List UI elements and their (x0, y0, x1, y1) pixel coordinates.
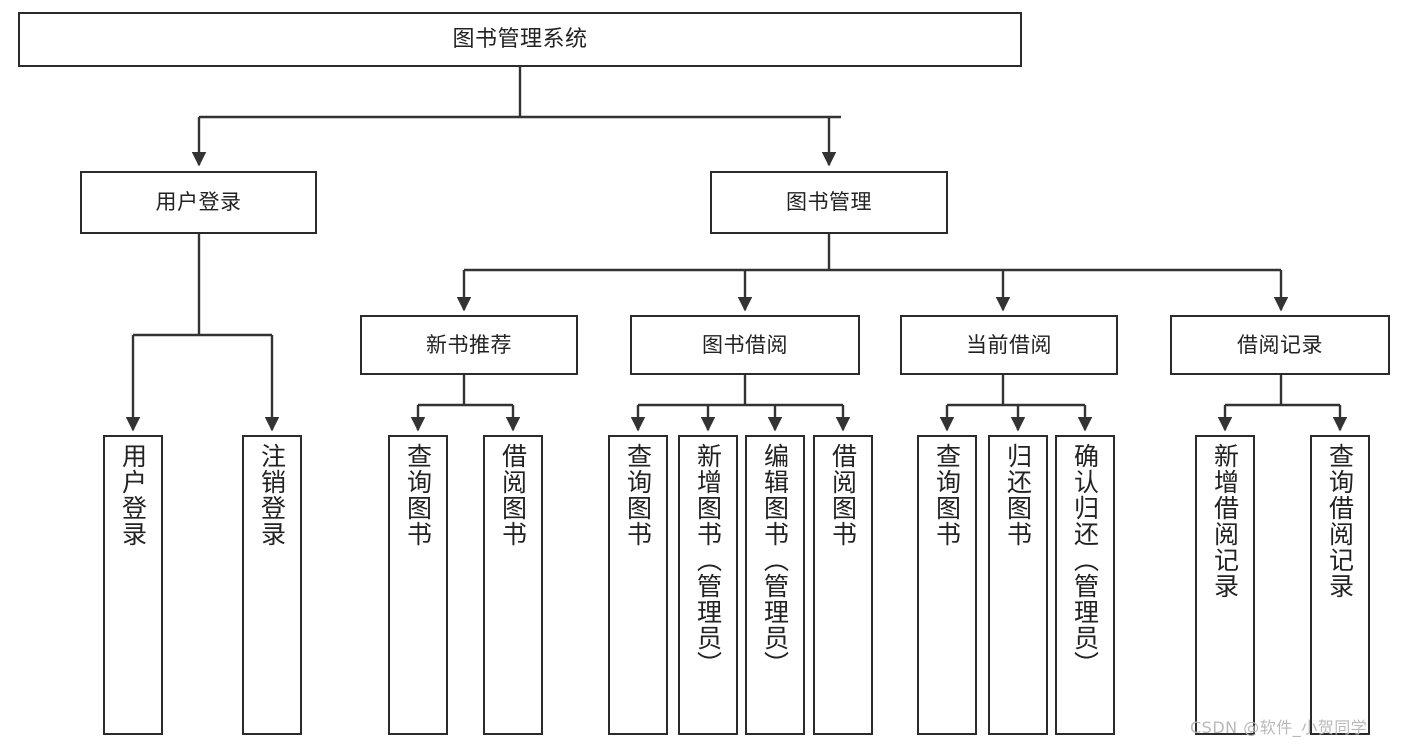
leaf-borrow-borrow-book-label: 借阅图书 (828, 443, 858, 547)
node-book-borrow[interactable]: 图书借阅 (630, 315, 860, 375)
leaf-record-query-record-label: 查询借阅记录 (1325, 443, 1355, 599)
leaf-record-add-record-label: 新增借阅记录 (1210, 443, 1240, 599)
leaf-borrow-edit-book-admin-label: 编辑图书（管理员） (760, 443, 790, 677)
node-borrow-record[interactable]: 借阅记录 (1170, 315, 1390, 375)
node-root-system[interactable]: 图书管理系统 (18, 12, 1022, 67)
leaf-borrow-add-book-admin-label: 新增图书（管理员） (693, 443, 723, 677)
node-root-system-label: 图书管理系统 (452, 26, 588, 52)
node-new-book-recommend[interactable]: 新书推荐 (360, 315, 578, 375)
leaf-newbook-query-book-label: 查询图书 (403, 443, 433, 547)
node-current-borrow[interactable]: 当前借阅 (900, 315, 1118, 375)
leaf-user-login-logout[interactable]: 注销登录 (242, 435, 302, 735)
leaf-user-login-login-label: 用户登录 (118, 443, 148, 547)
leaf-current-return-book-label: 归还图书 (1003, 443, 1033, 547)
node-borrow-record-label: 借阅记录 (1237, 332, 1323, 357)
leaf-borrow-borrow-book[interactable]: 借阅图书 (813, 435, 873, 735)
leaf-borrow-query-book-label: 查询图书 (623, 443, 653, 547)
node-user-login[interactable]: 用户登录 (80, 171, 317, 234)
leaf-user-login-login[interactable]: 用户登录 (103, 435, 163, 735)
node-new-book-recommend-label: 新书推荐 (426, 332, 512, 357)
csdn-watermark: CSDN @软件_小贺同学 (1190, 718, 1368, 737)
leaf-current-confirm-return-admin-label: 确认归还（管理员） (1070, 443, 1100, 677)
leaf-current-query-book-label: 查询图书 (932, 443, 962, 547)
leaf-current-query-book[interactable]: 查询图书 (917, 435, 977, 735)
leaf-current-return-book[interactable]: 归还图书 (988, 435, 1048, 735)
node-book-borrow-label: 图书借阅 (702, 332, 788, 357)
leaf-newbook-query-book[interactable]: 查询图书 (388, 435, 448, 735)
leaf-borrow-add-book-admin[interactable]: 新增图书（管理员） (678, 435, 738, 735)
leaf-newbook-borrow-book[interactable]: 借阅图书 (483, 435, 543, 735)
node-book-management[interactable]: 图书管理 (710, 171, 948, 234)
leaf-borrow-edit-book-admin[interactable]: 编辑图书（管理员） (745, 435, 805, 735)
leaf-borrow-query-book[interactable]: 查询图书 (608, 435, 668, 735)
node-book-management-label: 图书管理 (786, 190, 872, 215)
leaf-current-confirm-return-admin[interactable]: 确认归还（管理员） (1055, 435, 1115, 735)
node-current-borrow-label: 当前借阅 (966, 332, 1052, 357)
leaf-record-query-record[interactable]: 查询借阅记录 (1310, 435, 1370, 735)
leaf-newbook-borrow-book-label: 借阅图书 (498, 443, 528, 547)
leaf-record-add-record[interactable]: 新增借阅记录 (1195, 435, 1255, 735)
node-user-login-label: 用户登录 (155, 190, 242, 215)
leaf-user-login-logout-label: 注销登录 (257, 443, 287, 547)
